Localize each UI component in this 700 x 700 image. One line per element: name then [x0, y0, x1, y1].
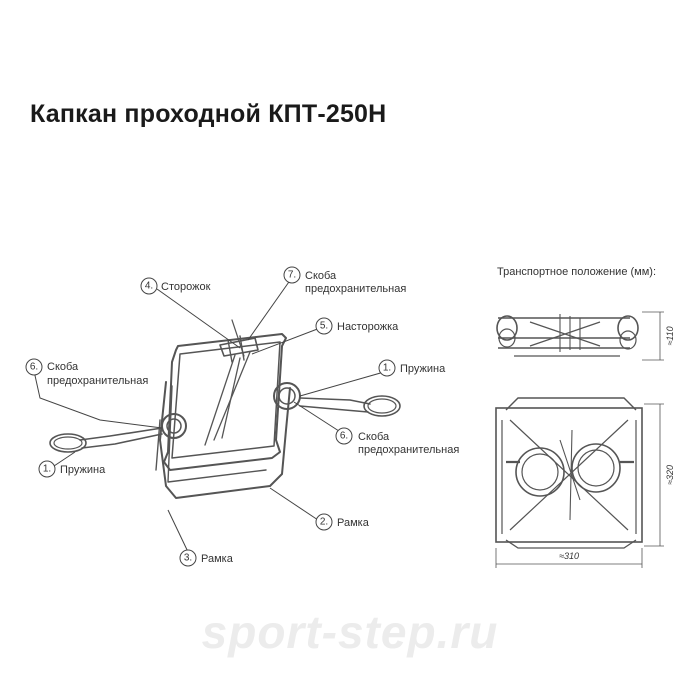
dim-width-label: ≈310 [559, 551, 579, 561]
transport-side-view [496, 314, 639, 357]
callout-number: 1. [383, 363, 391, 374]
trap-drawing [49, 319, 401, 499]
callout-label-storozhok: Сторожок [161, 281, 211, 293]
callout-label-ramka: Рамка [337, 517, 370, 529]
callout-2: 2. Рамка [315, 513, 370, 531]
dim-height-large-label: ≈320 [665, 465, 675, 485]
callout-number: 7. [288, 270, 296, 281]
callout-1-right: 1. Пружина [378, 359, 446, 377]
dim-height-small [642, 311, 664, 361]
watermark: sport-step.ru [201, 606, 499, 658]
callout-label-skoba: Скоба [358, 431, 390, 443]
leader-lines [33, 278, 385, 555]
callout-label-nastorozhka: Насторожка [337, 321, 399, 333]
callout-4: 4. Сторожок [140, 277, 211, 295]
callout-label-skoba: Скоба [305, 270, 337, 282]
callout-label-pruzhina: Пружина [60, 464, 106, 476]
callout-5: 5. Насторожка [315, 317, 399, 335]
callout-number: 6. [340, 431, 348, 442]
callout-label-ramka: Рамка [201, 553, 234, 565]
dim-width [495, 548, 643, 568]
callout-6-right: 6. Скоба предохранительная [335, 427, 459, 456]
callout-3: 3. Рамка [179, 549, 234, 567]
dim-height-small-label: ≈110 [665, 326, 675, 345]
callout-7: 7. Скоба предохранительная [283, 266, 406, 295]
callout-number: 3. [184, 553, 192, 564]
callout-number: 4. [145, 281, 153, 292]
transport-caption: Транспортное положение (мм): [497, 266, 656, 278]
callout-label-pruzhina: Пружина [400, 363, 446, 375]
callout-number: 2. [320, 517, 328, 528]
callout-label-skoba-2: предохранительная [47, 375, 148, 387]
callout-6-left: 6. Скоба предохранительная [25, 358, 148, 387]
callout-number: 6. [30, 362, 38, 373]
callout-label-skoba: Скоба [47, 361, 79, 373]
callout-number: 1. [43, 464, 51, 475]
callout-label-skoba-2: предохранительная [305, 283, 406, 295]
dim-height-large [644, 403, 664, 547]
callout-1-left: 1. Пружина [38, 460, 106, 478]
callout-label-skoba-2: предохранительная [358, 444, 459, 456]
page-title: Капкан проходной КПТ-250Н [30, 100, 387, 128]
callout-number: 5. [320, 321, 328, 332]
transport-top-view [495, 397, 643, 549]
